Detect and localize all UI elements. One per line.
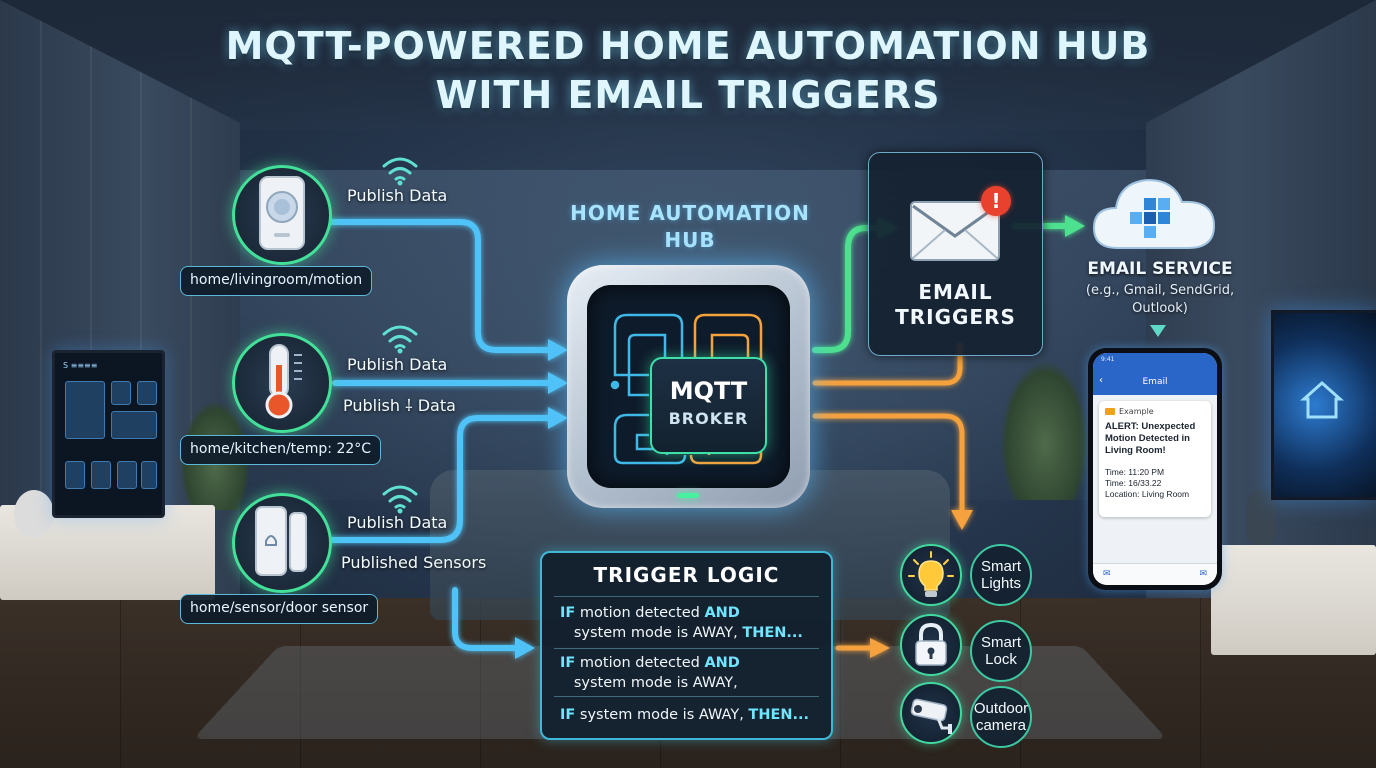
published-sensors-label: Published Sensors [341,553,487,572]
email-triggers-line-2: TRIGGERS [895,305,1016,329]
cloud-icon [1092,178,1216,249]
flow-email-to-hub [812,342,963,386]
email-sender: Example [1105,407,1205,416]
mail-icon [1105,408,1115,415]
email-subject-line-3: Living Room! [1105,445,1166,456]
light-bulb-icon [908,551,954,597]
divider [554,696,819,697]
compose-icon[interactable]: ✉ [1199,569,1207,579]
wall-tv-right [1271,310,1376,500]
publish-label-temp-2: Publish ⸸ Data [343,396,456,415]
phone-clock: 9:41 [1101,356,1115,363]
back-icon[interactable]: ‹ [1099,375,1103,386]
wifi-icon [382,325,418,354]
email-service-title: EMAIL SERVICE [1087,259,1233,279]
hub-status-led [677,493,699,498]
padlock-icon [915,622,947,666]
publish-label-door: Publish Data [347,513,448,532]
trigger-rule-1: IF motion detected AND system mode is AW… [560,605,803,641]
phone-toolbar: ✉ ✉ [1093,563,1217,585]
outdoor-camera-device [900,682,962,744]
wifi-icon [382,157,418,186]
envelope-icon [910,201,1000,261]
topic-door: home/sensor/door sensor [180,594,379,624]
flow-door-to-hub [297,415,551,543]
smart-speaker [14,490,54,538]
topic-temperature: home/kitchen/temp: 22°C [180,435,382,465]
door-sensor [232,493,332,593]
smart-lock-device [900,614,962,676]
tv-console-right [1211,545,1376,655]
email-body: Time: 11:20 PM Time: 16/33.22 Location: … [1105,467,1205,500]
hub-label-line-2: HUB [664,228,716,252]
email-service-sub-line-1: (e.g., Gmail, SendGrid, [1085,283,1235,298]
trigger-rule-2: IF motion detected AND system mode is AW… [560,655,740,691]
email-triggers-title: EMAIL TRIGGERS [869,280,1042,330]
tv-header: S ≡≡≡≡ [63,361,98,370]
publish-flows [287,219,551,651]
email-service-sub-line-2: Outlook) [1132,301,1188,316]
wall-tv-left: S ≡≡≡≡ [52,350,165,518]
divider [554,648,819,649]
broker-line-1: MQTT [669,377,748,405]
email-subject-line-2: Motion Detected in [1105,433,1190,444]
email-sender-name: Example [1119,407,1154,416]
flow-motion-to-hub [287,219,551,353]
broker-line-2: BROKER [668,409,749,428]
divider [554,596,819,597]
email-subject: ALERT: Unexpected Motion Detected in Liv… [1105,421,1205,457]
diagram-title: MQTT-POWERED HOME AUTOMATION HUB WITH EM… [0,22,1376,120]
hub-label-line-1: HOME AUTOMATION [570,201,810,225]
smart-lights-device [900,544,962,606]
circuit-traces [610,313,766,465]
email-app-title: Email [1142,377,1168,387]
door-sensor-icon [250,503,314,583]
hub-screen: MQTT BROKER [587,285,790,488]
flow-hub-to-email [812,225,881,353]
ceiling [0,0,1376,130]
trigger-rule-3: IF system mode is AWAY, THEN... [560,707,810,723]
email-body-line-1: Time: 11:20 PM [1105,467,1165,477]
email-body-line-3: Location: Living Room [1105,489,1190,499]
publish-label-temp: Publish Data [347,355,448,374]
flow-hub-to-devices [812,413,965,513]
email-app-bar: 9:41 ‹ Email [1093,353,1217,395]
smartphone: 9:41 ‹ Email Example ALERT: Unexpected M… [1088,348,1222,590]
title-line-2: WITH EMAIL TRIGGERS [435,73,941,117]
email-triggers-line-1: EMAIL [918,280,993,304]
inbox-icon[interactable]: ✉ [1103,569,1111,579]
down-triangle-icon [1150,325,1166,337]
title-line-1: MQTT-POWERED HOME AUTOMATION HUB [225,24,1151,68]
trigger-logic-panel: TRIGGER LOGIC IF motion detected AND sys… [540,551,833,740]
home-glow-icon [1300,380,1344,419]
alert-badge: ! [981,186,1011,216]
alert-email[interactable]: Example ALERT: Unexpected Motion Detecte… [1099,401,1211,517]
email-body-line-2: Time: 16/33.22 [1105,478,1162,488]
flow-door-to-logic [452,587,518,651]
mqtt-broker: MQTT BROKER [650,357,767,454]
plant-right [1000,360,1090,500]
motion-sensor-icon [254,175,310,255]
motion-sensor [232,165,332,265]
home-automation-hub: MQTT BROKER [567,265,810,508]
temperature-sensor [232,333,332,433]
wifi-icon [382,485,418,514]
phone-screen: 9:41 ‹ Email Example ALERT: Unexpected M… [1093,353,1217,585]
publish-label-motion: Publish Data [347,186,448,205]
email-service-subtitle: (e.g., Gmail, SendGrid, Outlook) [1060,282,1260,318]
security-camera-icon [910,698,952,734]
thermometer-icon [252,341,312,425]
topic-motion: home/livingroom/motion [180,266,373,296]
action-flows [812,342,965,651]
email-triggers-box: ! EMAIL TRIGGERS [868,152,1043,356]
trigger-logic-title: TRIGGER LOGIC [593,563,780,587]
hub-label: HOME AUTOMATION HUB [540,200,840,254]
publish-arrowheads [515,339,568,659]
email-subject-line-1: ALERT: Unexpected [1105,421,1196,432]
